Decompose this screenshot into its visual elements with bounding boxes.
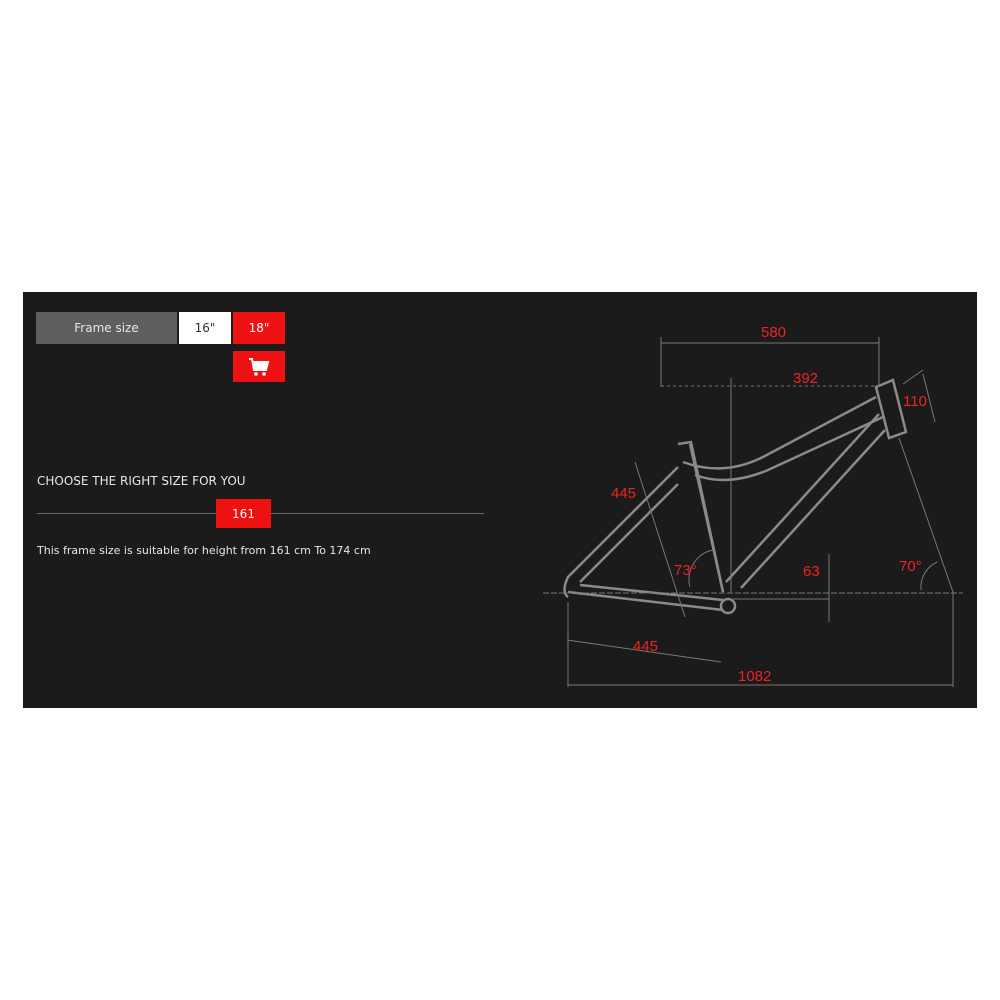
size-option-18[interactable]: 18" (233, 312, 285, 344)
height-slider-handle[interactable]: 161 (216, 499, 271, 528)
frame-geometry-diagram: 580 392 110 445 73° 63 70° 445 1082 (543, 324, 963, 687)
chainstay-label: 445 (633, 638, 658, 655)
add-to-cart-button[interactable] (233, 351, 285, 382)
head-tube-label: 110 (903, 393, 927, 410)
wheelbase-label: 1082 (738, 668, 771, 685)
bb-drop-label: 63 (803, 563, 820, 580)
frame-size-label: Frame size (36, 312, 177, 344)
geometry-panel: Frame size 16" 18" CHOOSE THE RIGHT SIZE… (23, 292, 977, 708)
size-guide-heading: CHOOSE THE RIGHT SIZE FOR YOU (37, 474, 246, 488)
size-suitability-text: This frame size is suitable for height f… (37, 544, 371, 557)
size-option-16[interactable]: 16" (179, 312, 231, 344)
reach-label: 392 (793, 370, 818, 387)
seat-angle-label: 73° (674, 562, 697, 579)
reach-total-label: 580 (761, 324, 786, 341)
head-angle-label: 70° (899, 558, 922, 575)
shopping-cart-icon (249, 357, 270, 376)
seat-tube-label: 445 (611, 485, 636, 502)
